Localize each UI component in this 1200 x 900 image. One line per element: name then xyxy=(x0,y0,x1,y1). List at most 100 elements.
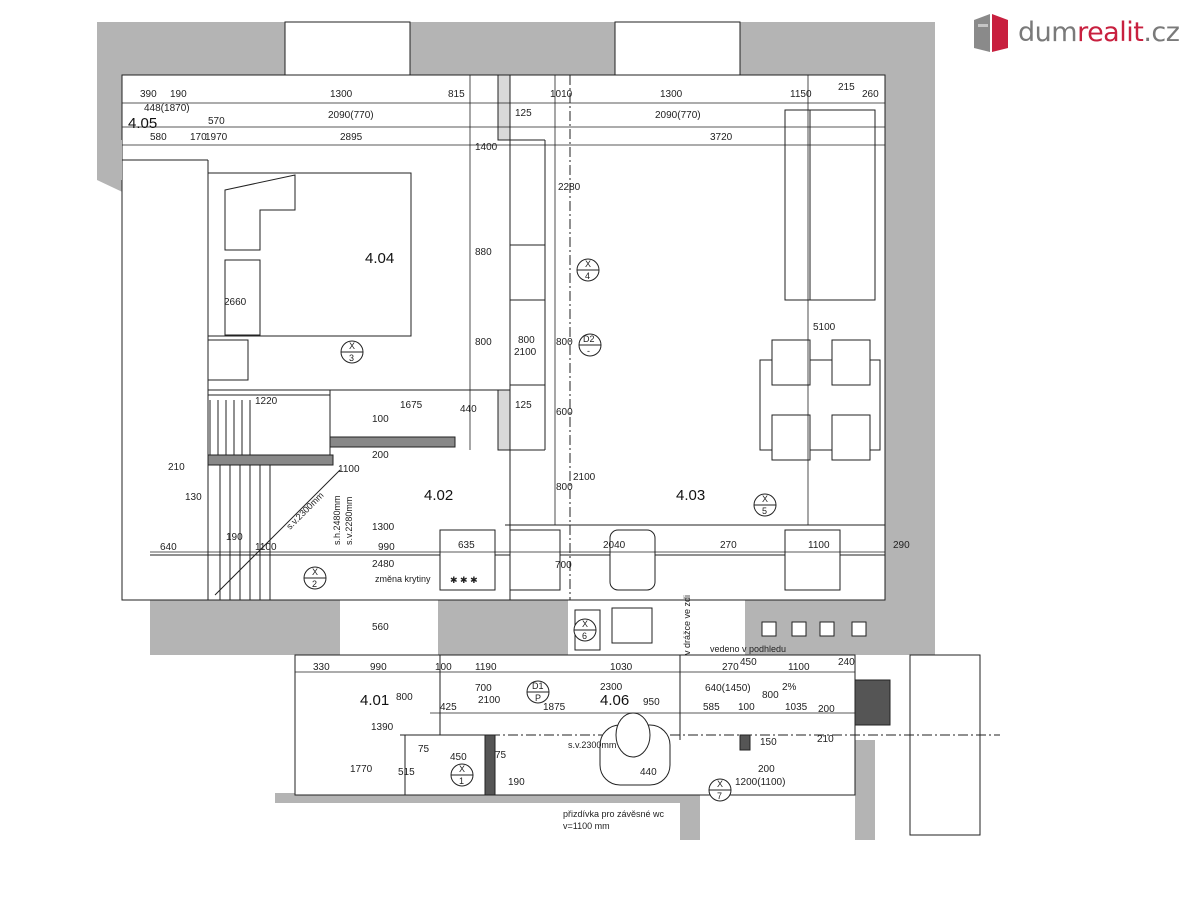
room-label-4-03: 4.03 xyxy=(676,487,705,504)
logo-text: dumrealit.cz xyxy=(1018,16,1180,48)
kitchen-sink xyxy=(609,529,656,591)
dim: 1220 xyxy=(255,396,278,407)
section-mark: D1P xyxy=(526,680,550,704)
dim: 75 xyxy=(418,744,430,755)
room-label-4-06: 4.06 xyxy=(600,692,629,709)
dim: 1875 xyxy=(543,702,566,713)
dim: 290 xyxy=(893,540,910,551)
dim: 1150 xyxy=(790,89,812,100)
dim: 2090(770) xyxy=(655,110,701,121)
room-label-4-02: 4.02 xyxy=(424,487,453,504)
dim: 1300 xyxy=(330,89,353,100)
note-wc-1: přizdívka pro závěsné wc xyxy=(563,809,665,819)
section-mark: D2 - xyxy=(578,333,602,357)
room-label-4-05: 4.05 xyxy=(128,115,157,132)
dim: 390 xyxy=(140,89,157,100)
dim: 100 xyxy=(738,702,755,713)
dim: 1970 xyxy=(205,132,228,143)
note-duct-1: vedeno v podhledu xyxy=(710,644,786,654)
dim: 125 xyxy=(515,400,532,411)
dim: 2660 xyxy=(224,297,247,308)
svg-text:X: X xyxy=(582,619,588,629)
dim: 240 xyxy=(838,657,855,668)
dim: 75 xyxy=(495,750,507,761)
svg-text:X: X xyxy=(312,567,318,577)
dim: 1190 xyxy=(475,662,497,673)
dim: 130 xyxy=(185,492,202,503)
dim: 200 xyxy=(758,764,775,775)
svg-text:D2: D2 xyxy=(583,334,595,344)
dim: 170 xyxy=(190,132,207,143)
dim: 560 xyxy=(372,622,389,633)
dim: 700 xyxy=(555,560,572,571)
dim: 1035 xyxy=(785,702,808,713)
dim: 2100 xyxy=(573,472,596,483)
svg-text:X: X xyxy=(717,779,723,789)
dim: 330 xyxy=(313,662,330,673)
dim: 190 xyxy=(226,532,243,543)
dim: 990 xyxy=(370,662,387,673)
dim: 2040 xyxy=(603,540,626,551)
section-mark: X5 xyxy=(753,493,777,517)
dim: 425 xyxy=(440,702,457,713)
dim: 1100 xyxy=(788,662,810,673)
note-duct-2: v drážce ve zdi xyxy=(682,595,692,655)
svg-text:7: 7 xyxy=(717,791,722,801)
dim: 1390 xyxy=(371,722,394,733)
dim: 450 xyxy=(740,657,757,668)
note-wc-2: v=1100 mm xyxy=(563,821,610,831)
dim: 200 xyxy=(372,450,389,461)
dumrealit-logo: dumrealit.cz xyxy=(972,12,1180,52)
room-label-4-04: 4.04 xyxy=(365,250,394,267)
dim: 260 xyxy=(862,89,879,100)
dim: 635 xyxy=(458,540,475,551)
dim: 2480 xyxy=(372,559,395,570)
furniture xyxy=(207,109,881,786)
section-mark: X1 xyxy=(450,763,474,787)
dim: 880 xyxy=(475,247,492,258)
dim: 450 xyxy=(450,752,467,763)
dim: 210 xyxy=(817,734,834,745)
svg-text:X: X xyxy=(349,341,355,351)
dim: 200 xyxy=(818,704,835,715)
dim: 1200(1100) xyxy=(735,777,785,788)
dim: 215 xyxy=(838,82,855,93)
top-dimensions: 390 190 448(1870) 1300 815 1010 1300 115… xyxy=(140,82,879,143)
dim: 440 xyxy=(460,404,477,415)
dim: 990 xyxy=(378,542,395,553)
dim: 585 xyxy=(703,702,720,713)
svg-text:-: - xyxy=(587,346,590,356)
dim: 270 xyxy=(722,662,739,673)
section-mark: X4 xyxy=(576,258,600,282)
dim: 515 xyxy=(398,767,415,778)
note-clear-height-2: s.h.2480mm xyxy=(332,495,342,545)
dim: 815 xyxy=(448,89,465,100)
section-marks: X3 X4 D2- X5 X2 X6 X7 X1 D1P xyxy=(303,258,777,802)
dim: 570 xyxy=(208,116,225,127)
section-mark: X2 xyxy=(303,566,327,590)
dim: 1100 xyxy=(808,540,830,551)
dim: 800 xyxy=(762,690,779,701)
dim: 5100 xyxy=(813,322,836,333)
dim: 1300 xyxy=(660,89,683,100)
svg-text:X: X xyxy=(585,259,591,269)
dim: 600 xyxy=(556,407,573,418)
dim: 190 xyxy=(508,777,525,788)
svg-text:4: 4 xyxy=(585,271,590,281)
section-mark: X3 xyxy=(340,340,364,364)
dim: 1300 xyxy=(372,522,395,533)
dim: 125 xyxy=(515,108,532,119)
dim: 100 xyxy=(435,662,452,673)
stove xyxy=(439,529,496,591)
dim: 1400 xyxy=(475,142,498,153)
room-label-4-01: 4.01 xyxy=(360,692,389,709)
dim: 1100 xyxy=(338,464,360,475)
dim: 950 xyxy=(643,697,660,708)
note-floor-change: změna krytiny xyxy=(375,574,431,584)
interiors xyxy=(121,21,886,796)
dim: 800 xyxy=(556,482,573,493)
svg-text:P: P xyxy=(535,693,541,703)
note-clear-height: s.v.2300mm xyxy=(568,740,616,750)
dim: 2% xyxy=(782,682,797,693)
dim: 210 xyxy=(168,462,185,473)
